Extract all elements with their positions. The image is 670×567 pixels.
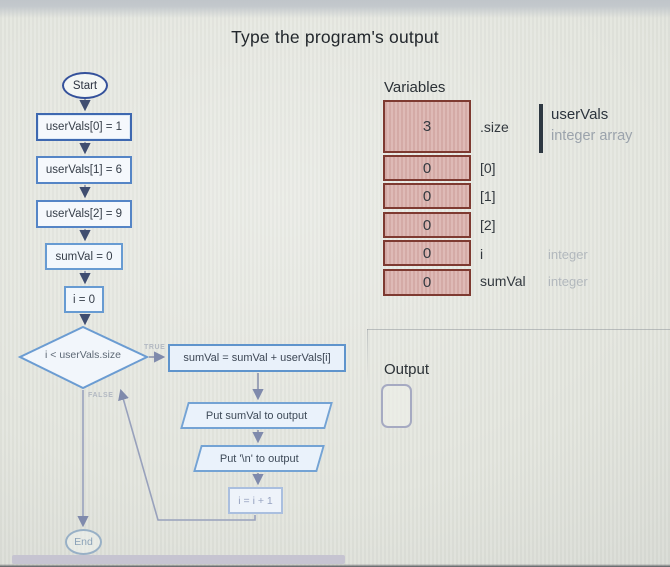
variable-label-size: .size xyxy=(480,119,509,135)
flowchart-output-sumval-label: Put sumVal to output xyxy=(205,409,308,422)
variable-cell-i: 0 xyxy=(383,240,471,266)
variable-type-i: integer xyxy=(548,247,588,262)
flowchart-output-newline: Put '\n' to output xyxy=(193,445,325,472)
array-legend-bar xyxy=(539,104,543,153)
flowchart-output-sumval: Put sumVal to output xyxy=(180,402,333,429)
variable-label-0: [0] xyxy=(480,160,496,176)
branch-true-label: TRUE xyxy=(144,344,166,351)
variable-type-sumval: integer xyxy=(548,274,588,289)
variable-label-sumval: sumVal xyxy=(480,273,526,289)
branch-false-label: FALSE xyxy=(88,392,114,399)
flowchart-end-node: End xyxy=(65,529,102,555)
output-answer-input[interactable] xyxy=(381,384,412,428)
variable-cell-0: 0 xyxy=(383,155,471,181)
horizontal-scrollbar[interactable] xyxy=(12,555,345,564)
variable-cell-sumval: 0 xyxy=(383,269,471,296)
array-name-label: userVals xyxy=(551,106,609,123)
flowchart-assign-uservals1: userVals[1] = 6 xyxy=(36,156,132,184)
variable-label-1: [1] xyxy=(480,188,496,204)
flowchart-start-node: Start xyxy=(62,72,108,99)
screen-bottom-edge xyxy=(0,564,670,567)
flowchart-increment: i = i + 1 xyxy=(228,487,283,514)
variables-heading: Variables xyxy=(384,79,446,96)
array-type-label: integer array xyxy=(551,128,633,144)
variable-label-i: i xyxy=(480,246,484,262)
decision-condition-label: i < userVals.size xyxy=(45,349,121,361)
decision-diamond xyxy=(17,325,150,390)
variable-cell-size: 3 xyxy=(383,100,471,153)
flowchart-assign-sumval: sumVal = 0 xyxy=(45,243,123,270)
flowchart-loop-assign: sumVal = sumVal + userVals[i] xyxy=(168,344,346,372)
page-title: Type the program's output xyxy=(231,27,439,47)
flowchart-assign-i: i = 0 xyxy=(64,286,104,313)
flowchart-output-newline-label: Put '\n' to output xyxy=(219,452,299,465)
output-panel-divider xyxy=(367,329,670,330)
flowchart-assign-uservals2: userVals[2] = 9 xyxy=(36,200,132,228)
variable-cell-2: 0 xyxy=(383,212,471,238)
variable-cell-1: 0 xyxy=(383,183,471,209)
flowchart-assign-uservals0: userVals[0] = 1 xyxy=(36,113,132,141)
output-heading: Output xyxy=(384,361,430,378)
output-panel-left-border xyxy=(367,329,368,384)
variable-label-2: [2] xyxy=(480,217,496,233)
